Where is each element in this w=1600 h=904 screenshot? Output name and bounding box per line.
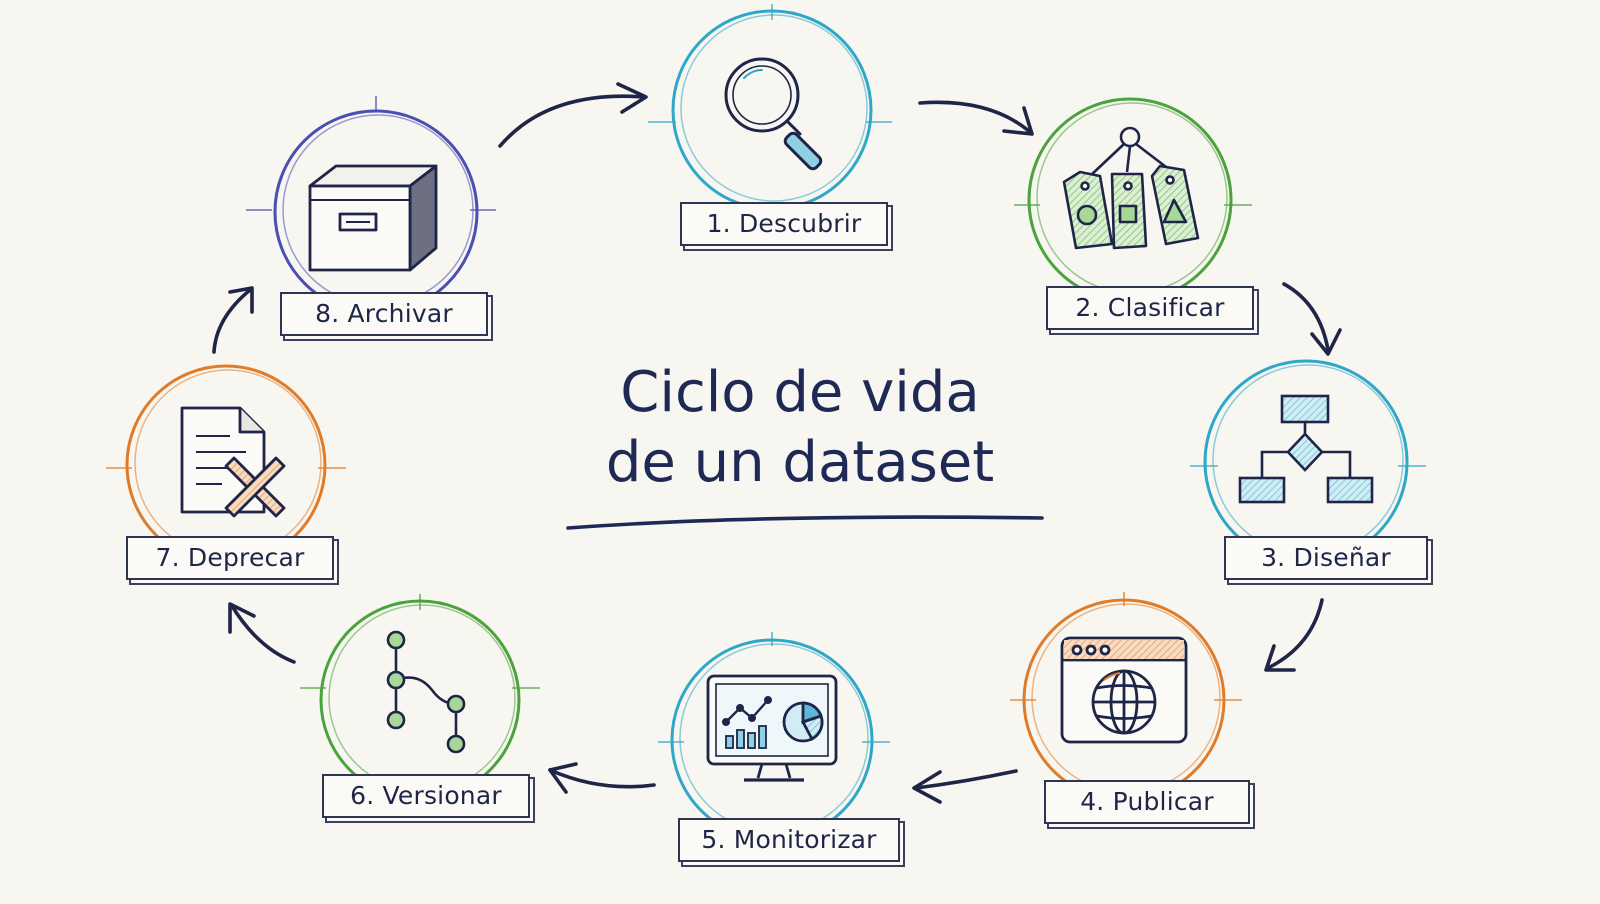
step-1-ring: [648, 4, 892, 211]
step-2-label: 2. Clasificar: [1046, 286, 1254, 330]
step-4-label: 4. Publicar: [1044, 780, 1250, 824]
arrows: [212, 82, 1342, 804]
web-globe-icon: [1060, 636, 1188, 744]
step-6-label: 6. Versionar: [322, 774, 530, 818]
arrow-4-to-5: [912, 769, 1018, 804]
flowchart-icon: [1238, 394, 1374, 504]
archive-box-icon: [308, 164, 438, 272]
step-1-label: 1. Descubrir: [680, 202, 888, 246]
title-line-1: Ciclo de vida: [620, 360, 980, 425]
document-cross-icon: [180, 406, 286, 518]
arrow-7-to-8: [212, 286, 254, 354]
magnifier-icon: [724, 57, 823, 171]
step-7-label: 7. Deprecar: [126, 536, 334, 580]
diagram-title: Ciclo de vida de un dataset: [560, 358, 1040, 498]
arrow-1-to-2: [918, 100, 1034, 136]
tags-icon: [1062, 126, 1200, 250]
monitor-chart-icon: [706, 674, 838, 782]
version-branch-icon: [386, 630, 466, 754]
arrow-8-to-1: [498, 82, 648, 148]
arrow-2-to-3: [1282, 282, 1342, 356]
arrow-6-to-7: [228, 602, 296, 664]
step-5-label: 5. Monitorizar: [678, 818, 900, 862]
arrow-3-to-4: [1264, 598, 1324, 672]
arrow-5-to-6: [548, 762, 656, 794]
title-underline: [566, 515, 1044, 530]
step-3-label: 3. Diseñar: [1224, 536, 1428, 580]
step-8-label: 8. Archivar: [280, 292, 488, 336]
step-6-ring: [300, 594, 540, 801]
title-line-2: de un dataset: [605, 430, 995, 495]
